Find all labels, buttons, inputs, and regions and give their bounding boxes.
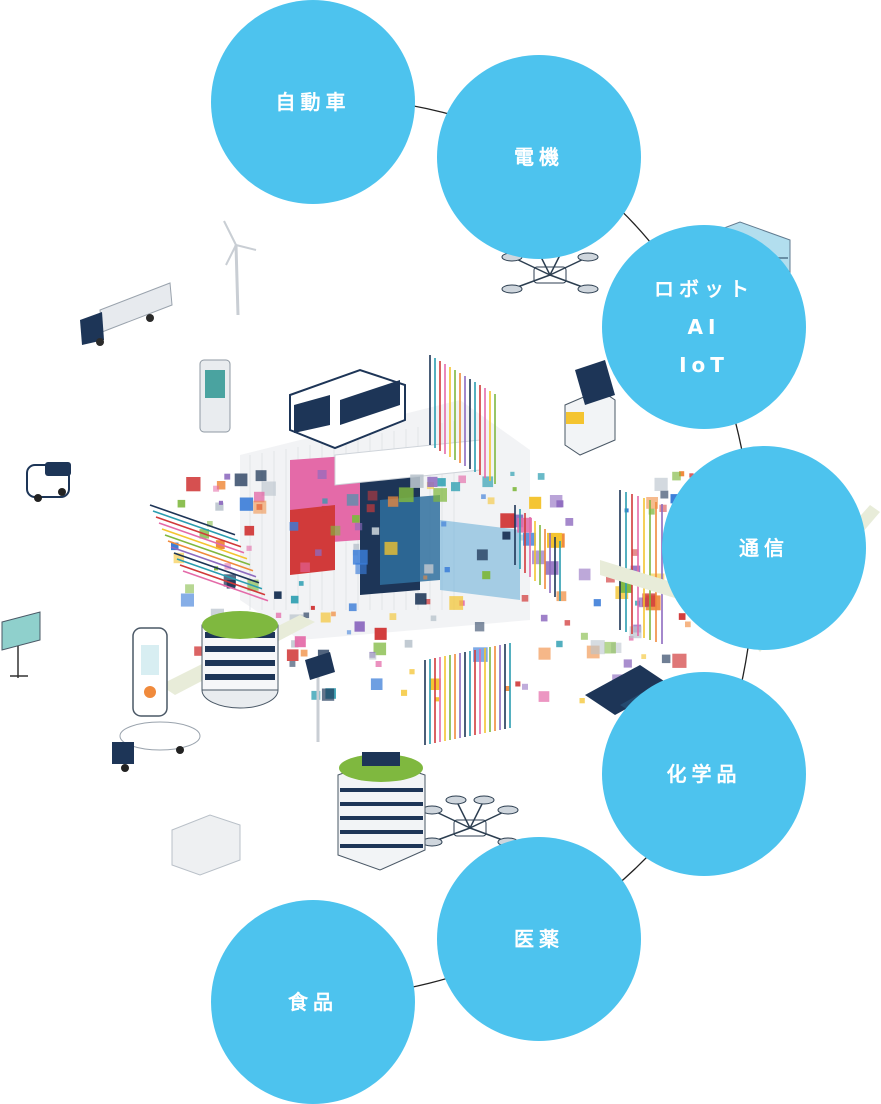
industry-label: IoT — [679, 353, 729, 377]
industry-bubble-pharma[interactable]: 医薬 — [437, 837, 641, 1041]
industry-label: 医薬 — [514, 927, 564, 951]
signboard-icon — [1, 611, 41, 678]
industry-label: 食品 — [288, 990, 338, 1014]
stripes-left — [149, 504, 269, 602]
tanker-truck-icon — [112, 721, 201, 772]
industry-label: 自動車 — [275, 90, 351, 114]
drone-icon — [421, 795, 519, 847]
industry-bubble-telecom[interactable]: 通信 — [662, 446, 866, 650]
green-roof-building-icon — [337, 752, 426, 871]
industry-label: 通信 — [739, 536, 789, 560]
truck-icon — [80, 282, 173, 346]
industry-label: 化学品 — [666, 762, 742, 786]
industry-label: AI — [687, 315, 721, 339]
industry-bubble-food[interactable]: 食品 — [211, 900, 415, 1104]
small-car-icon — [26, 462, 71, 502]
air-conditioner-icon — [171, 814, 241, 876]
round-building-icon — [201, 611, 279, 709]
bus-icon — [289, 368, 406, 450]
wind-turbine-icon — [223, 220, 257, 316]
industry-bubble-electronics[interactable]: 電機 — [437, 55, 641, 259]
industry-bubble-robotics[interactable]: ロボット AI IoT — [602, 225, 806, 429]
stripes-bottom — [424, 643, 511, 745]
industry-bubble-chemicals[interactable]: 化学品 — [602, 672, 806, 876]
stripes-top — [429, 355, 496, 484]
industry-label: ロボット — [654, 277, 754, 301]
solar-building-icon — [564, 360, 616, 456]
stripes-midright — [514, 505, 561, 601]
industry-label: 電機 — [514, 145, 564, 169]
charging-station-icon — [132, 627, 168, 717]
industry-bubble-automobile[interactable]: 自動車 — [211, 0, 415, 204]
street-light-icon — [305, 652, 335, 742]
kiosk-icon — [199, 359, 231, 433]
stripes-right — [619, 490, 663, 644]
